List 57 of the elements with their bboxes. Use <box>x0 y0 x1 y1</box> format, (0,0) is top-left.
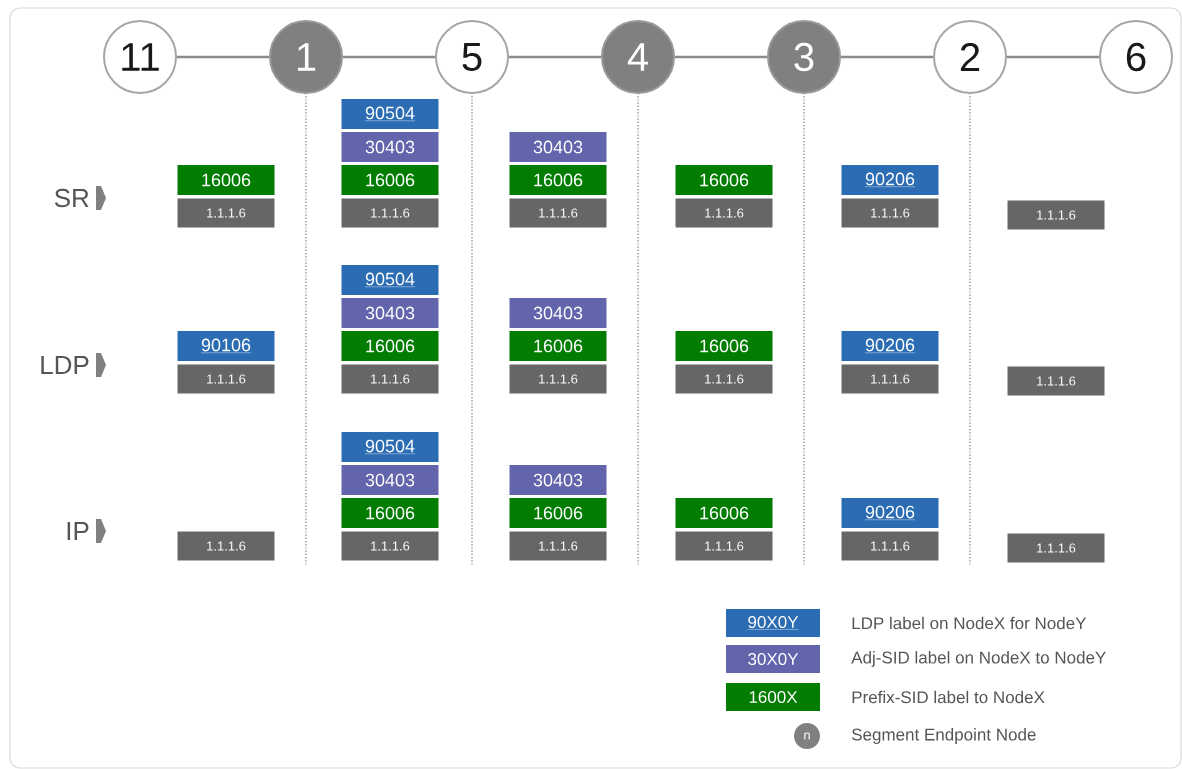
address-box: 1.1.1.6 <box>675 198 773 228</box>
connector-line <box>675 55 767 59</box>
prefix-sid-label-box: 16006 <box>341 498 439 528</box>
connector-line <box>841 55 933 59</box>
ldp-label-box: 90106 <box>177 331 275 361</box>
address-box: 1.1.1.6 <box>841 198 939 228</box>
prefix-sid-label-box: 16006 <box>509 331 607 361</box>
prefix-sid-label-box: 16006 <box>675 165 773 195</box>
ldp-label-box: 90206 <box>841 498 939 528</box>
address-box: 1.1.1.6 <box>1007 200 1105 230</box>
row-label: LDP <box>41 356 89 374</box>
ldp-label-box: 90504 <box>341 265 439 295</box>
legend-text: Prefix-SID label to NodeX <box>852 690 1045 704</box>
adj-sid-label-box: 30403 <box>341 298 439 328</box>
legend-text: Adj-SID label on NodeX to NodeY <box>851 651 1106 667</box>
swatch-label: 90X0Y <box>747 616 799 630</box>
prefix-sid-label-box: 16006 <box>341 331 439 361</box>
address-box: 1.1.1.6 <box>675 531 773 561</box>
legend-text: Segment Endpoint Node <box>852 728 1036 744</box>
address-box: 1.1.1.6 <box>177 198 275 228</box>
connector-line <box>343 55 435 59</box>
row-label: SR <box>54 188 89 208</box>
swatch-label: 1600X <box>749 691 798 704</box>
row-label: IP <box>67 522 89 540</box>
address-box: 1.1.1.6 <box>341 198 439 228</box>
address-box: 1.1.1.6 <box>841 364 939 394</box>
adj-sid-label-box: 30403 <box>509 298 607 328</box>
address-box: 1.1.1.6 <box>841 531 939 561</box>
adj-sid-label-box: 30403 <box>341 465 439 495</box>
ldp-label-box: 90206 <box>841 165 939 195</box>
address-box: 1.1.1.6 <box>1007 533 1105 563</box>
ldp-label-box: 90206 <box>841 331 939 361</box>
address-box: 1.1.1.6 <box>177 364 275 394</box>
prefix-sid-label-box: 16006 <box>509 165 607 195</box>
swatch-label: 30X0Y <box>748 653 799 666</box>
address-box: 1.1.1.6 <box>509 531 607 561</box>
address-box: 1.1.1.6 <box>509 198 607 228</box>
connector-line <box>509 55 601 59</box>
connector-line <box>1007 55 1099 59</box>
adj-sid-label-box: 30403 <box>341 132 439 162</box>
prefix-sid-label-box: 16006 <box>177 165 275 195</box>
adj-sid-label-box: 30403 <box>509 132 607 162</box>
ldp-label-box: 90504 <box>341 99 439 129</box>
address-box: 1.1.1.6 <box>341 531 439 561</box>
address-box: 1.1.1.6 <box>177 531 275 561</box>
prefix-sid-label-box: 16006 <box>509 498 607 528</box>
legend-text: LDP label on NodeX for NodeY <box>852 616 1087 630</box>
address-box: 1.1.1.6 <box>675 364 773 394</box>
ldp-label-box: 90504 <box>341 432 439 462</box>
adj-sid-label-box: 30403 <box>509 465 607 495</box>
address-box: 1.1.1.6 <box>341 364 439 394</box>
prefix-sid-label-box: 16006 <box>675 331 773 361</box>
prefix-sid-label-box: 16006 <box>675 498 773 528</box>
prefix-sid-label-box: 16006 <box>341 165 439 195</box>
address-box: 1.1.1.6 <box>1007 366 1105 396</box>
address-box: 1.1.1.6 <box>509 364 607 394</box>
connector-line <box>177 55 269 59</box>
